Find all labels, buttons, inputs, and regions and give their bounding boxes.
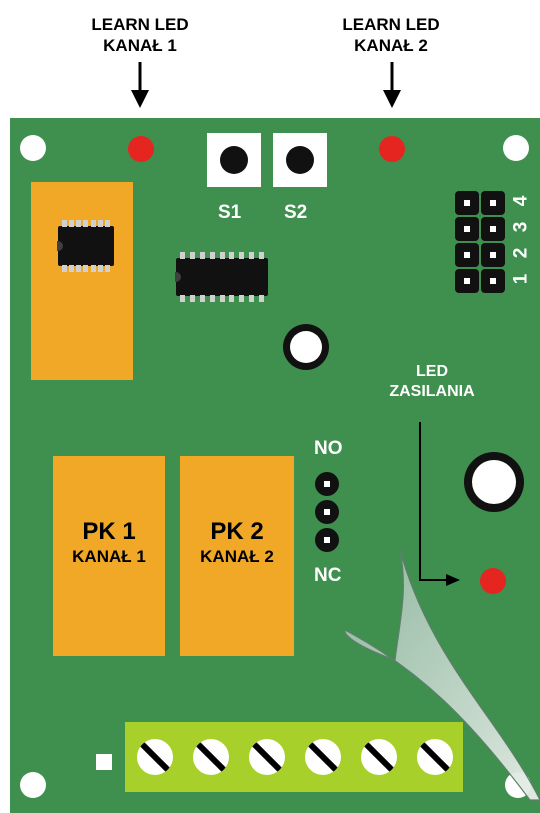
large-hole-1 [283, 324, 329, 370]
no-label: NO [314, 438, 343, 459]
learn-led-1-line2: KANAŁ 1 [103, 36, 177, 55]
arrow-down-icon-1 [131, 62, 149, 108]
large-hole-2 [464, 452, 524, 512]
learn-led-2 [379, 136, 405, 162]
antenna-wire [344, 549, 540, 801]
screw-terminal-6[interactable] [417, 739, 453, 775]
jumper-3b [481, 217, 505, 241]
jumper-4b [481, 191, 505, 215]
power-led [480, 568, 506, 594]
terminal-block [125, 722, 463, 792]
screw-terminal-1[interactable] [137, 739, 173, 775]
jumper-4a [455, 191, 479, 215]
s2-label: S2 [284, 202, 308, 223]
jumper-2b [481, 243, 505, 267]
jumper-3a [455, 217, 479, 241]
no-nc-pin-2 [315, 500, 339, 524]
jumper-1b [481, 269, 505, 293]
terminal-marker-square [96, 754, 112, 770]
no-nc-pin-3 [315, 528, 339, 552]
module-chip [57, 220, 114, 272]
screw-terminal-3[interactable] [249, 739, 285, 775]
screw-terminal-5[interactable] [361, 739, 397, 775]
learn-led-channel-1-label: LEARN LED KANAŁ 1 [60, 14, 220, 56]
no-nc-pin-1 [315, 472, 339, 496]
relay-pk1-label: PK 1 KANAŁ 1 [53, 518, 165, 568]
led-zasilania-line2: ZASILANIA [389, 383, 475, 400]
main-ic-chip [175, 252, 268, 302]
radio-module [31, 182, 133, 380]
arrow-right-icon [419, 422, 460, 586]
arrow-down-icon-2 [383, 62, 401, 108]
button-s1[interactable] [207, 133, 261, 187]
top-arrows [131, 62, 401, 108]
button-s1-cap [220, 146, 248, 174]
mounting-hole-top-left [20, 135, 46, 161]
button-s2-cap [286, 146, 314, 174]
relay-pk1 [53, 456, 165, 656]
mounting-hole-top-right [503, 135, 529, 161]
screw-terminal-2[interactable] [193, 739, 229, 775]
learn-led-1-line1: LEARN LED [91, 15, 189, 34]
jumper-2a [455, 243, 479, 267]
learn-led-1 [128, 136, 154, 162]
learn-led-channel-2-label: LEARN LED KANAŁ 2 [311, 14, 471, 56]
learn-led-2-line2: KANAŁ 2 [354, 36, 428, 55]
s1-label: S1 [218, 202, 242, 223]
screw-terminal-4[interactable] [305, 739, 341, 775]
learn-led-2-line1: LEARN LED [342, 15, 440, 34]
relay-pk2-name: PK 2 [210, 518, 264, 545]
relay-pk2-label: PK 2 KANAŁ 2 [180, 518, 294, 568]
relay-pk1-name: PK 1 [82, 518, 136, 545]
nc-label: NC [314, 565, 342, 586]
relay-pk1-channel: KANAŁ 1 [72, 547, 146, 566]
jumper-1a [455, 269, 479, 293]
led-zasilania-label: LED ZASILANIA [372, 362, 492, 402]
button-s2[interactable] [273, 133, 327, 187]
relay-pk2 [180, 456, 294, 656]
relay-pk2-channel: KANAŁ 2 [200, 547, 274, 566]
led-zasilania-line1: LED [416, 363, 448, 380]
mounting-hole-bottom-left [20, 772, 46, 798]
